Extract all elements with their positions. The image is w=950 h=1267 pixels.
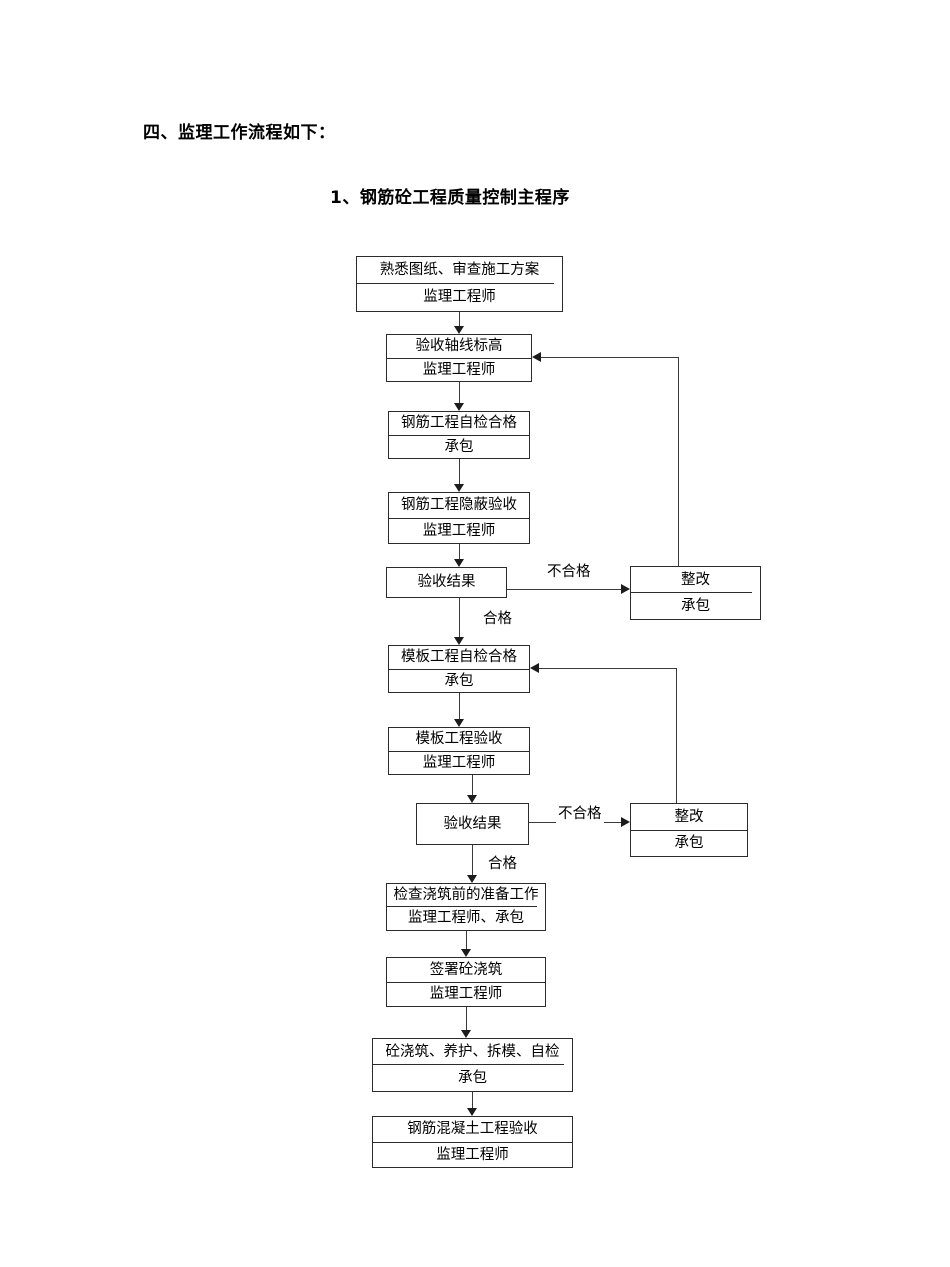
flow-node-n5: 验收结果: [386, 567, 507, 598]
connector-r2-feedback-vertical: [676, 668, 677, 803]
flow-node-n3: 钢筋工程自检合格 承包: [388, 411, 530, 459]
arrowhead-n8-n9: [467, 875, 477, 883]
flow-node-n1: 熟悉图纸、审查施工方案 监理工程师: [356, 256, 563, 312]
arrowhead-r1-feedback: [532, 352, 541, 362]
connector-n9-n10: [466, 931, 467, 949]
flow-node-n2-title: 验收轴线标高: [387, 335, 531, 359]
flow-node-r1-title: 整改: [631, 567, 760, 593]
flow-node-n7-actor: 监理工程师: [422, 754, 496, 771]
connector-r1-feedback-horizontal: [541, 357, 679, 358]
flow-node-n8: 验收结果: [416, 803, 529, 845]
flow-node-n3-actor: 承包: [444, 438, 474, 455]
flow-node-n10-title: 签署砼浇筑: [387, 958, 545, 983]
edge-label-pass-1: 合格: [481, 611, 514, 628]
arrowhead-n9-n10: [461, 949, 471, 957]
flow-node-n2: 验收轴线标高 监理工程师: [386, 334, 532, 382]
arrowhead-n2-n3: [454, 403, 464, 411]
flow-node-r1: 整改 承包: [630, 566, 761, 620]
connector-n11-n12: [472, 1092, 473, 1108]
flow-node-n1-title: 熟悉图纸、审查施工方案: [357, 257, 562, 284]
flow-node-n4: 钢筋工程隐蔽验收 监理工程师: [388, 492, 530, 544]
arrowhead-n10-n11: [461, 1030, 471, 1038]
flow-node-r2-title: 整改: [631, 804, 747, 831]
flow-node-n1-actor: 监理工程师: [423, 289, 496, 306]
flow-node-n9-actor: 监理工程师、承包: [408, 910, 524, 927]
flow-node-n3-title: 钢筋工程自检合格: [389, 412, 529, 436]
connector-n1-n2: [459, 312, 460, 326]
connector-n5-r1: [507, 589, 621, 590]
arrowhead-n3-n4: [454, 484, 464, 492]
flow-node-n6-title: 模板工程自检合格: [389, 646, 529, 670]
edge-label-fail-1: 不合格: [545, 564, 593, 581]
connector-n6-n7: [459, 693, 460, 719]
connector-n8-r2: [529, 822, 621, 823]
flow-node-n4-title: 钢筋工程隐蔽验收: [389, 493, 529, 519]
flow-node-r2: 整改 承包: [630, 803, 748, 857]
flow-node-n9-title: 检查浇筑前的准备工作: [387, 884, 545, 907]
flow-node-n6-actor: 承包: [444, 672, 474, 689]
arrowhead-r2-feedback: [530, 663, 539, 673]
flow-node-n12-actor: 监理工程师: [436, 1146, 509, 1163]
connector-r2-feedback-horizontal: [539, 668, 677, 669]
connector-n8-n9: [472, 845, 473, 875]
connector-n7-n8: [472, 775, 473, 795]
flow-node-n12-title: 钢筋混凝土工程验收: [373, 1117, 572, 1143]
flow-node-n5-title: 验收结果: [417, 574, 476, 591]
arrowhead-n5-n6: [454, 637, 464, 645]
flow-node-n12: 钢筋混凝土工程验收 监理工程师: [372, 1116, 573, 1168]
edge-label-fail-2: 不合格: [556, 806, 604, 823]
flow-node-n2-actor: 监理工程师: [422, 361, 496, 378]
arrowhead-n6-n7: [454, 719, 464, 727]
flow-node-n6: 模板工程自检合格 承包: [388, 645, 530, 693]
edge-label-pass-2: 合格: [486, 856, 519, 873]
flow-node-n10-actor: 监理工程师: [429, 986, 503, 1002]
arrowhead-n11-n12: [467, 1108, 477, 1116]
connector-n10-n11: [466, 1007, 467, 1030]
flowchart-title: 1、钢筋砼工程质量控制主程序: [330, 188, 570, 208]
arrowhead-n7-n8: [467, 795, 477, 803]
section-heading: 四、监理工作流程如下：: [143, 123, 336, 143]
flow-node-n9: 检查浇筑前的准备工作 监理工程师、承包: [386, 883, 546, 931]
flow-node-r1-actor: 承包: [681, 597, 710, 614]
flow-node-n7-title: 模板工程验收: [389, 728, 529, 752]
arrowhead-n5-r1: [621, 584, 630, 594]
flow-node-n11-actor: 承包: [458, 1069, 487, 1086]
connector-n4-n5: [459, 544, 460, 559]
flow-node-n4-actor: 监理工程师: [422, 522, 496, 539]
connector-n3-n4: [459, 459, 460, 484]
flow-node-n11-title: 砼浇筑、养护、拆模、自检: [373, 1039, 572, 1065]
flow-node-n7: 模板工程验收 监理工程师: [388, 727, 530, 775]
arrowhead-n8-r2: [621, 817, 630, 827]
flow-node-r2-actor: 承包: [674, 835, 704, 851]
flow-node-n10: 签署砼浇筑 监理工程师: [386, 957, 546, 1007]
flow-node-n11: 砼浇筑、养护、拆模、自检 承包: [372, 1038, 573, 1092]
arrowhead-n4-n5: [454, 559, 464, 567]
connector-n2-n3: [459, 382, 460, 403]
flow-node-n8-title: 验收结果: [443, 815, 502, 832]
connector-r1-feedback-vertical: [678, 357, 679, 566]
arrowhead-n1-n2: [454, 326, 464, 334]
connector-n5-n6: [459, 598, 460, 637]
